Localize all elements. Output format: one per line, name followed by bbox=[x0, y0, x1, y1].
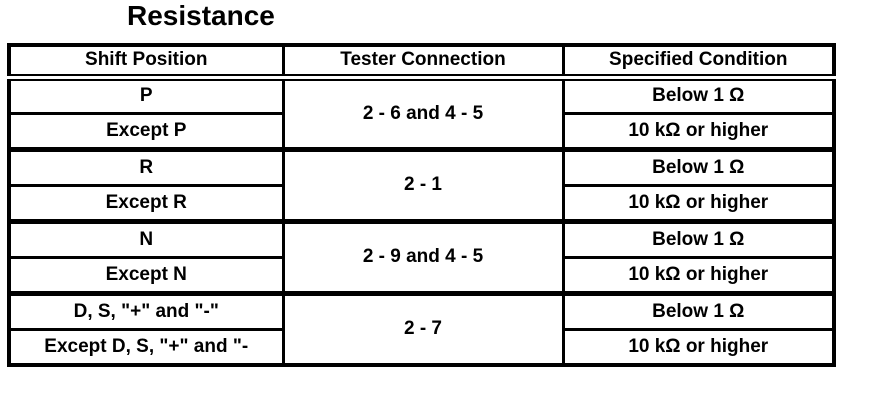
specified-condition-cell: Below 1 Ω bbox=[561, 146, 836, 187]
table-row: Except N 10 kΩ or higher bbox=[7, 255, 836, 295]
table-row: P 2 - 6 and 4 - 5 Below 1 Ω bbox=[7, 74, 836, 151]
tester-connection-cell: 2 - 1 bbox=[281, 146, 565, 223]
specified-condition-cell: 10 kΩ or higher bbox=[561, 111, 836, 151]
specified-condition-cell: 10 kΩ or higher bbox=[561, 255, 836, 295]
shift-position-cell: P bbox=[7, 74, 285, 115]
resistance-table: Shift Position Tester Connection Specifi… bbox=[7, 43, 836, 367]
header-row: Shift Position Tester Connection Specifi… bbox=[7, 43, 836, 81]
column-header-specified-condition: Specified Condition bbox=[561, 43, 836, 81]
table-row: Except D, S, "+" and "- 10 kΩ or higher bbox=[7, 327, 836, 367]
column-header-shift-position: Shift Position bbox=[7, 43, 285, 81]
shift-position-cell: Except P bbox=[7, 111, 285, 151]
specified-condition-cell: Below 1 Ω bbox=[561, 218, 836, 259]
tester-connection-cell: 2 - 7 bbox=[281, 290, 565, 367]
table-row: N 2 - 9 and 4 - 5 Below 1 Ω bbox=[7, 218, 836, 295]
page-title: Resistance bbox=[127, 0, 275, 31]
tester-connection-cell: 2 - 9 and 4 - 5 bbox=[281, 218, 565, 295]
specified-condition-cell: Below 1 Ω bbox=[561, 290, 836, 331]
shift-position-cell: R bbox=[7, 146, 285, 187]
shift-position-cell: N bbox=[7, 218, 285, 259]
shift-position-cell: Except R bbox=[7, 183, 285, 223]
specified-condition-cell: 10 kΩ or higher bbox=[561, 183, 836, 223]
shift-position-cell: Except D, S, "+" and "- bbox=[7, 327, 285, 367]
table-row: Except R 10 kΩ or higher bbox=[7, 183, 836, 223]
table-row: R 2 - 1 Below 1 Ω bbox=[7, 146, 836, 223]
table-row: Except P 10 kΩ or higher bbox=[7, 111, 836, 151]
shift-position-cell: Except N bbox=[7, 255, 285, 295]
specified-condition-cell: 10 kΩ or higher bbox=[561, 327, 836, 367]
specified-condition-cell: Below 1 Ω bbox=[561, 74, 836, 115]
table-row: D, S, "+" and "-" 2 - 7 Below 1 Ω bbox=[7, 290, 836, 367]
column-header-tester-connection: Tester Connection bbox=[281, 43, 565, 81]
tester-connection-cell: 2 - 6 and 4 - 5 bbox=[281, 74, 565, 151]
shift-position-cell: D, S, "+" and "-" bbox=[7, 290, 285, 331]
